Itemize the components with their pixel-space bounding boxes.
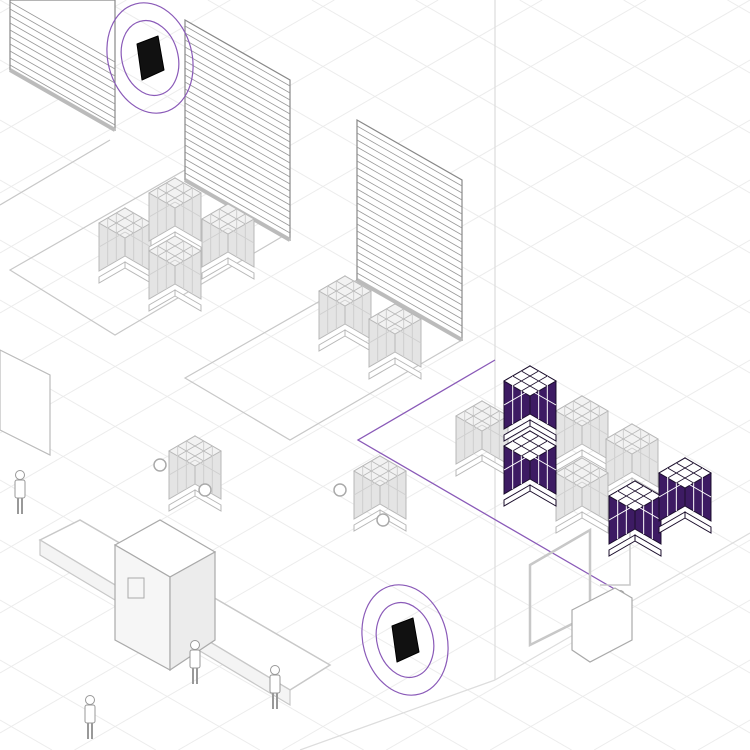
machine-side: [169, 550, 216, 672]
pallet-boxes-icon: [555, 457, 609, 534]
sensors: [106, 2, 449, 696]
pallet-boxes-icon: [455, 400, 509, 477]
shutter-doors: [9, 0, 463, 342]
pallet-boxes-icon: [555, 395, 609, 472]
floor-line: [0, 659, 157, 750]
floor-line: [489, 599, 750, 750]
data-link-line: [356, 359, 631, 599]
roller-shutter-door-icon: [356, 118, 463, 342]
floor-line: [0, 359, 676, 750]
cart-wheel: [198, 483, 212, 497]
floor-zone: [0, 139, 111, 206]
pallet-boxes-icon: [168, 435, 222, 512]
pallet-boxes-icon: [353, 455, 407, 532]
floor-line: [74, 359, 750, 750]
cart-wheel: [376, 513, 390, 527]
floor-line: [697, 719, 750, 750]
control-panel: [127, 577, 145, 599]
machines: [0, 349, 633, 739]
pallet-boxes-icon: [658, 457, 712, 534]
shelving-rack: [0, 349, 51, 456]
roller-shutter-door-icon: [184, 18, 291, 242]
roller-shutter-door-icon: [9, 0, 116, 132]
floor-line: [0, 419, 572, 750]
pallet-boxes-icon: [368, 303, 422, 380]
pallet-boxes-icon: [148, 177, 202, 254]
floor-line: [0, 719, 53, 750]
cart-wheel: [333, 483, 347, 497]
pallet-boxes-icon: [503, 430, 557, 507]
worker-icon: [14, 470, 26, 514]
cart-wheel: [153, 458, 167, 472]
pallets: [98, 177, 712, 557]
pallet-boxes-icon: [148, 235, 202, 312]
pallet-boxes-icon: [503, 365, 557, 442]
pallet-boxes-icon: [201, 203, 255, 280]
wireless-sensor-icon: [361, 584, 449, 696]
pallet-boxes-icon: [318, 275, 372, 352]
wall-edge: [299, 679, 496, 750]
pallet-boxes-icon: [98, 207, 152, 284]
worker-icon: [189, 640, 201, 684]
floor-line: [593, 659, 750, 750]
wireless-sensor-icon: [106, 2, 194, 114]
pallet-boxes-icon: [608, 480, 662, 557]
pallet-boxes-icon: [605, 423, 659, 500]
floor-line: [0, 599, 261, 750]
worker-icon: [84, 695, 96, 739]
worker-icon: [269, 665, 281, 709]
operator-workstation-icon: [571, 587, 633, 663]
floor-line: [386, 539, 750, 750]
